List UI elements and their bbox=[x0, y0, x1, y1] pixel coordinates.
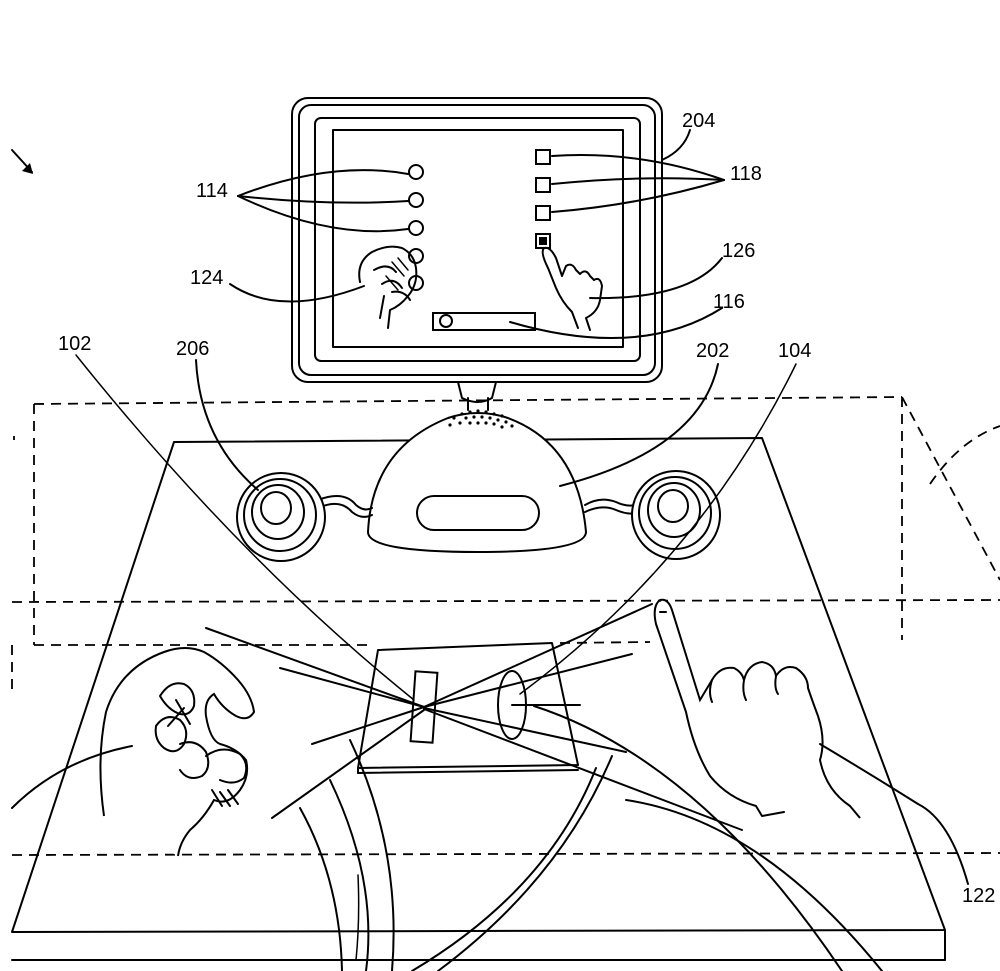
label-114: 114 bbox=[196, 180, 228, 202]
sensing-rays bbox=[205, 603, 743, 831]
label-122: 122 bbox=[962, 885, 995, 907]
label-204: 204 bbox=[682, 110, 715, 132]
reference-labels: 204 118 114 126 124 116 102 206 202 104 … bbox=[58, 110, 995, 907]
sensor-pad bbox=[357, 642, 579, 774]
label-116: 116 bbox=[713, 291, 745, 313]
speaker-left bbox=[236, 472, 326, 562]
physical-hand-left bbox=[99, 647, 256, 857]
label-102: 102 bbox=[58, 333, 91, 355]
label-202: 202 bbox=[696, 340, 729, 362]
label-126: 126 bbox=[722, 240, 755, 262]
slider-bar bbox=[432, 312, 536, 331]
speaker-right bbox=[631, 470, 721, 560]
virtual-hand-pinch bbox=[358, 245, 418, 329]
physical-hand-right bbox=[653, 598, 861, 819]
virtual-hand-point bbox=[541, 246, 603, 331]
label-104: 104 bbox=[778, 340, 811, 362]
sensing-arcs bbox=[11, 705, 883, 971]
leader-lines bbox=[75, 129, 969, 885]
display-monitor bbox=[291, 97, 663, 411]
label-124: 124 bbox=[190, 267, 223, 289]
ui-buttons-squares bbox=[535, 149, 551, 249]
label-206: 206 bbox=[176, 338, 209, 360]
ui-controls-circles bbox=[408, 164, 424, 291]
interaction-volume bbox=[11, 396, 1000, 856]
reference-arrow bbox=[11, 149, 33, 174]
dome-base bbox=[366, 409, 588, 554]
label-118: 118 bbox=[730, 163, 762, 185]
